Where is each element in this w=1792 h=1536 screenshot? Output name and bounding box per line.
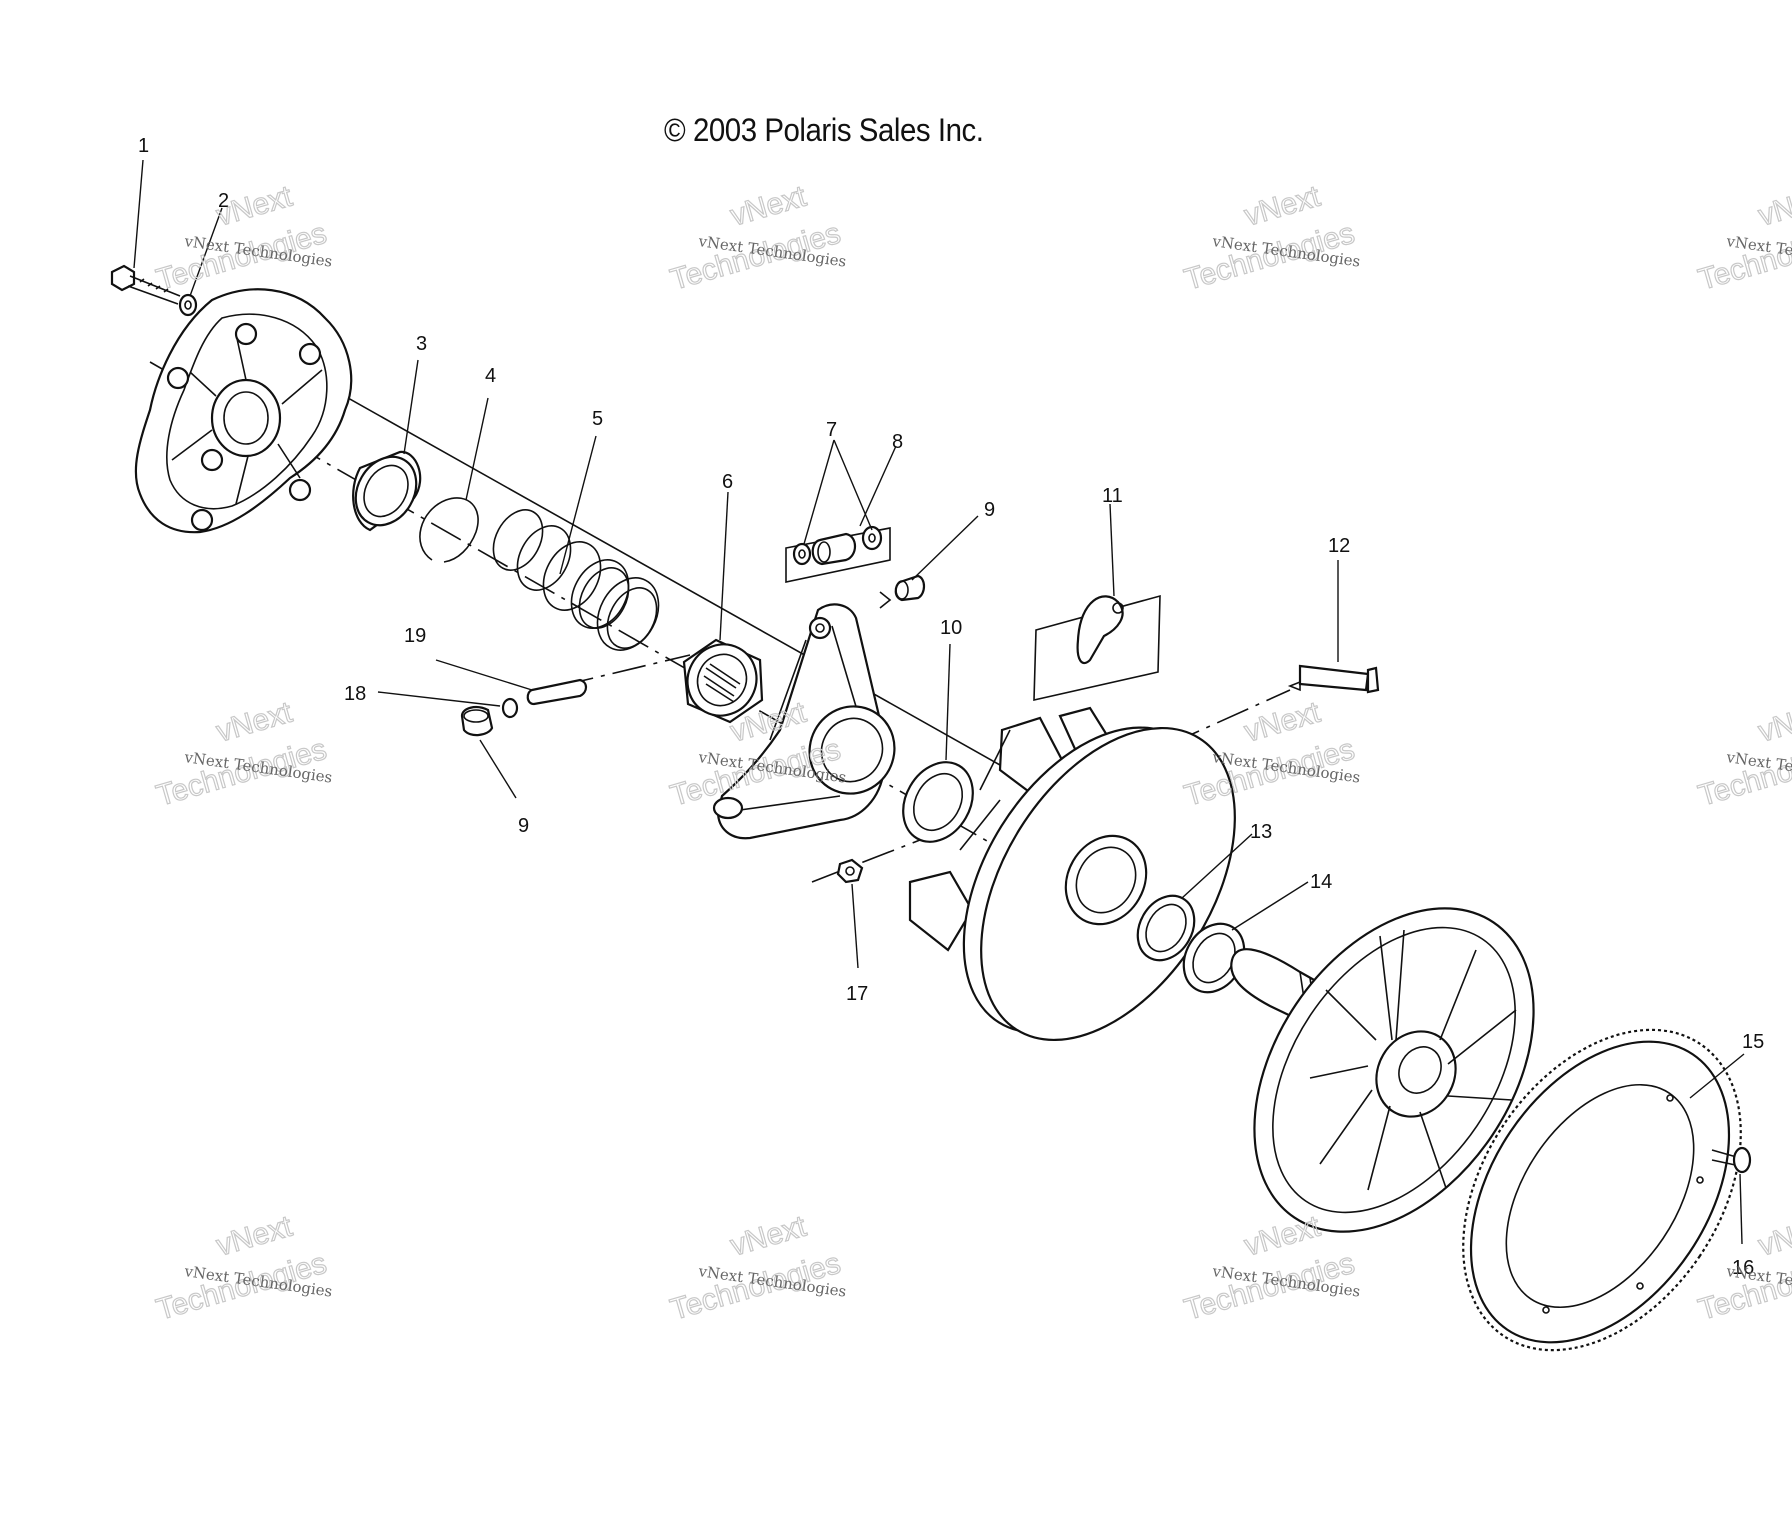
watermark-word-a: vNext (213, 696, 296, 749)
watermark-word-a: vNext (1755, 1210, 1792, 1263)
callout-16: 16 (1732, 1257, 1754, 1279)
callout-numbers: 1 2 3 4 5 6 7 8 9 9 10 11 12 13 14 15 16… (138, 135, 1764, 1279)
callout-18: 18 (344, 683, 366, 705)
part-bolt (110, 264, 181, 305)
callout-4: 4 (485, 365, 496, 387)
part-roller-group (785, 525, 892, 609)
watermark: vNext Technologies vNext Technologies (152, 179, 333, 297)
callout-2: 2 (218, 190, 229, 212)
watermark-word-a: vNext (213, 180, 296, 233)
callout-19: 19 (404, 625, 426, 647)
callout-15: 15 (1742, 1031, 1764, 1053)
watermark-word-a: vNext (1241, 696, 1324, 749)
watermark-word-a: vNext (727, 1210, 810, 1263)
part-seal (1182, 922, 1246, 994)
part-button-upper (894, 574, 926, 602)
callout-3: 3 (416, 333, 427, 355)
part-moveable-sheave (908, 706, 1236, 1042)
part-bushing (1136, 894, 1196, 962)
part-ramp-cam (682, 638, 764, 724)
watermark: vNext Technologies vNext Technologies (666, 1209, 847, 1327)
callout-9-lower: 9 (518, 815, 529, 837)
watermark: vNext Technologies vNext Technologies (666, 179, 847, 297)
callout-14: 14 (1310, 871, 1332, 893)
watermark: vNext Technologies vNext Technologies (152, 1209, 333, 1327)
watermark: vNext Technologies vNext Technologies (1694, 695, 1792, 813)
copyright-notice: © 2003 Polaris Sales Inc. (664, 112, 984, 148)
watermark-word-a: vNext (1755, 180, 1792, 233)
callout-12: 12 (1328, 535, 1350, 557)
watermark-word-a: vNext (1755, 696, 1792, 749)
part-spider-arm (712, 603, 896, 840)
callout-7: 7 (826, 419, 837, 441)
callout-13: 13 (1250, 821, 1272, 843)
callout-11: 11 (1102, 485, 1123, 507)
callout-5: 5 (592, 408, 603, 430)
part-fixed-sheave (1230, 907, 1535, 1233)
part-pin (1287, 664, 1380, 694)
watermark: vNext Technologies vNext Technologies (1694, 179, 1792, 297)
leader-lines (133, 159, 1745, 1245)
part-cover-plate (134, 288, 353, 534)
callout-8: 8 (892, 431, 903, 453)
watermark: vNext Technologies vNext Technologies (152, 695, 333, 813)
part-nut (836, 858, 864, 884)
part-screw (1711, 1146, 1752, 1174)
part-bushing-ring (352, 450, 422, 532)
part-washer (178, 293, 198, 317)
callout-17: 17 (846, 983, 868, 1005)
part-large-washer (902, 761, 974, 843)
watermark-word-a: vNext (727, 180, 810, 233)
callout-1: 1 (138, 135, 149, 157)
callout-9-upper: 9 (984, 499, 995, 521)
watermark-word-a: vNext (1241, 1210, 1324, 1263)
part-spring (492, 509, 660, 651)
part-weight (1033, 594, 1161, 702)
part-snap-ring (419, 497, 479, 563)
part-dowel-pin (460, 678, 588, 737)
part-ring-gear (1462, 1028, 1742, 1352)
callout-6: 6 (722, 471, 733, 493)
watermark-word-a: vNext (213, 1210, 296, 1263)
watermark-word-a: vNext (1241, 180, 1324, 233)
watermark: vNext Technologies vNext Technologies (1180, 179, 1361, 297)
callout-10: 10 (940, 617, 962, 639)
